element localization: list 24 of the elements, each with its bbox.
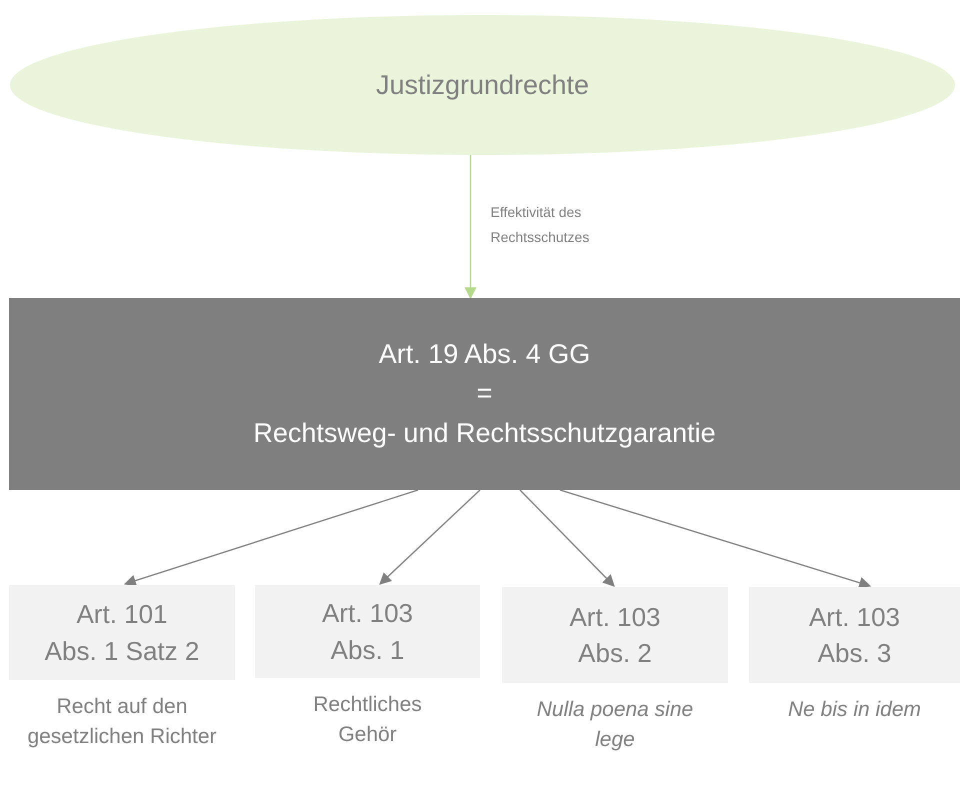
process-box xyxy=(9,585,235,680)
caption-text: Rechtliches Gehör xyxy=(312,692,423,748)
node-text: Justizgrundrechte xyxy=(376,68,590,102)
caption-text: Nulla poena sine lege xyxy=(536,697,694,754)
arrow xyxy=(464,155,476,300)
arrow xyxy=(520,490,615,587)
process-box xyxy=(502,587,728,683)
node-text: Art. 19 Abs. 4 GG xyxy=(378,338,590,372)
node-text: Art. 103 Abs. 1 xyxy=(322,597,414,666)
node-text: = xyxy=(476,377,492,410)
edge-label: Effektivität des Rechtsschutzes xyxy=(490,203,590,248)
node-text: Art. 101 Abs. 1 Satz 2 xyxy=(44,598,200,668)
arrow xyxy=(379,490,480,585)
process-box xyxy=(749,587,960,683)
ellipse-node xyxy=(10,15,955,155)
caption-text: Ne bis in idem xyxy=(786,697,922,723)
arrow xyxy=(124,489,418,586)
node-text: Rechtsweg- und Rechtsschutzgarantie xyxy=(253,416,716,450)
node-text: Art. 103 Abs. 3 xyxy=(808,600,900,670)
caption-text: Recht auf den gesetzlichen Richter xyxy=(26,694,218,750)
node-text: Art. 103 Abs. 2 xyxy=(569,600,661,670)
process-box xyxy=(9,298,960,490)
arrow xyxy=(560,489,872,589)
process-box xyxy=(255,585,480,678)
